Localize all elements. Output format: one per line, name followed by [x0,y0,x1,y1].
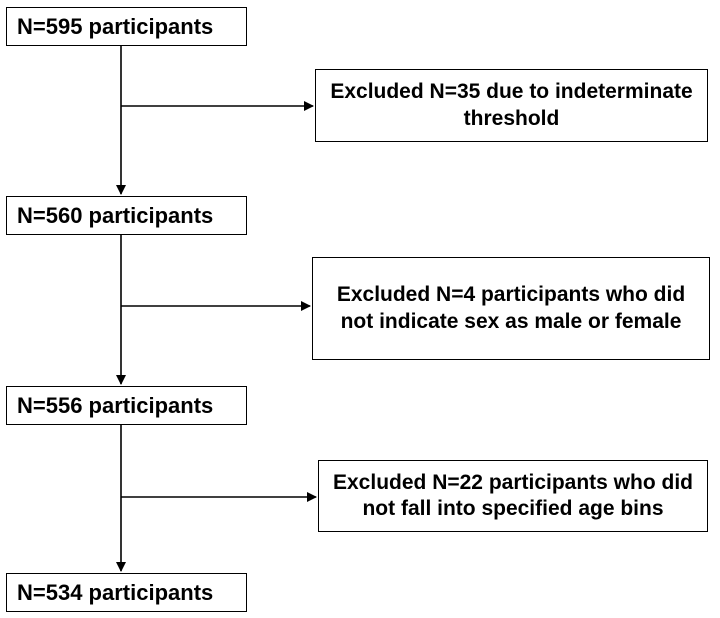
exclusion-box-sex: Excluded N=4 participants who did not in… [312,257,710,360]
exclusion-label: Excluded N=22 participants who did not f… [333,470,693,520]
step-box-560: N=560 participants [6,196,247,235]
exclusion-box-indeterminate-threshold: Excluded N=35 due to indeterminate thres… [315,69,708,142]
exclusion-box-age-bins: Excluded N=22 participants who did not f… [318,460,708,532]
exclusion-label: Excluded N=4 participants who did not in… [336,283,686,333]
step-box-534: N=534 participants [6,573,247,612]
step-label: N=560 participants [17,202,214,228]
step-box-556: N=556 participants [6,386,247,425]
exclusion-label: Excluded N=35 due to indeterminate thres… [330,80,693,130]
step-label: N=556 participants [17,392,214,418]
step-label: N=534 participants [17,579,214,605]
step-label: N=595 participants [17,13,214,39]
step-box-595: N=595 participants [6,7,247,46]
